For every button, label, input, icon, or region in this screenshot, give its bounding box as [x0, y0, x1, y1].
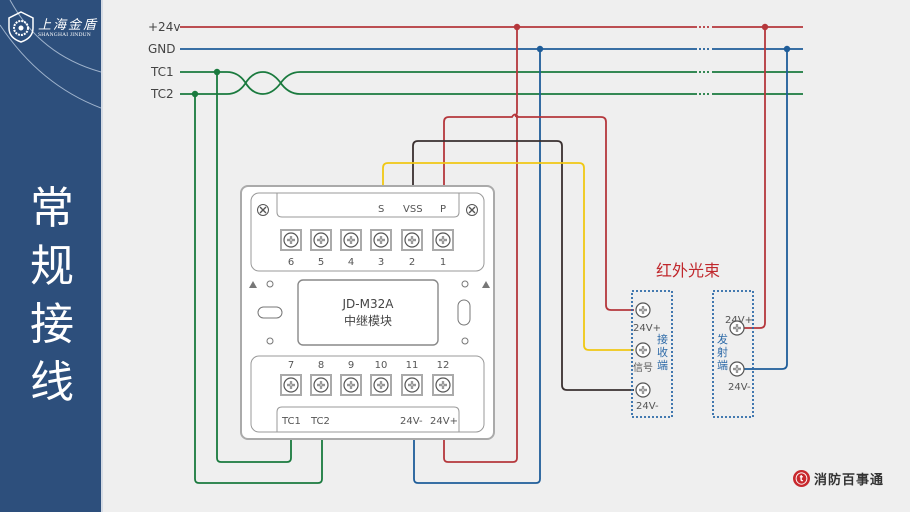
label-tc1: TC1	[281, 416, 301, 427]
wire-gnd-emitter	[742, 49, 788, 370]
wire-24v-emitter	[742, 27, 766, 329]
brand-text: 消防百事通	[814, 473, 885, 488]
terminal-number: 1	[440, 257, 446, 268]
wire-tc1	[216, 72, 292, 463]
svg-text:发: 发	[717, 332, 728, 346]
bus-label-gnd: GND	[148, 42, 176, 56]
bus-label-tc2: TC2	[150, 87, 174, 101]
tx-24v-plus-label: 24V+	[725, 315, 753, 326]
logo-text: 上海金盾	[38, 18, 99, 33]
logo-subtext: SHANGHAI JINDUN	[38, 32, 91, 38]
terminal-screw-icon	[310, 229, 332, 251]
decorative-arcs	[0, 0, 101, 109]
terminal-screw-icon	[432, 229, 454, 251]
junction-dots	[191, 23, 791, 98]
svg-text:射: 射	[717, 345, 728, 359]
terminal-screw-icon	[310, 374, 332, 396]
page-title: 常规接线	[30, 183, 74, 408]
rx-24v-plus-label: 24V+	[633, 323, 661, 334]
label-24v-minus: 24V-	[400, 416, 423, 427]
svg-text:端: 端	[717, 359, 728, 372]
brand: ⓣ 消防百事通	[793, 469, 884, 488]
label-p: P	[440, 204, 446, 215]
rx-signal-label: 信号	[633, 362, 653, 374]
terminal-screw-icon	[340, 229, 362, 251]
wire-tc2	[194, 94, 323, 484]
terminal-screw-icon	[280, 374, 302, 396]
module-model: JD-M32A	[342, 297, 395, 311]
terminal-number: 9	[348, 360, 354, 371]
svg-text:接: 接	[657, 333, 668, 346]
emitter-box	[712, 290, 754, 418]
break-dots	[699, 26, 710, 95]
terminal-screw-icon	[401, 374, 423, 396]
wire-s-receiver	[382, 162, 634, 351]
terminal-number: 5	[318, 257, 324, 268]
tx-24v-minus-label: 24V-	[728, 382, 751, 393]
arrow-up-icon	[249, 281, 257, 288]
infrared-beam: 红外光束 24V+ 信号 24V- 接 收 端 24V+ 24V- 发 射 端	[631, 261, 754, 418]
receiver-terminal-screw-icon	[635, 302, 651, 318]
beam-title: 红外光束	[656, 261, 720, 280]
terminal-number: 10	[375, 360, 388, 371]
model-label-panel	[297, 279, 439, 346]
terminal-number: 4	[348, 257, 354, 268]
terminal-screw-icon	[432, 374, 454, 396]
emitter-terminal-screw-icon	[729, 361, 745, 377]
fire-brand-icon: ⓣ	[793, 470, 810, 487]
terminal-number: 8	[318, 360, 324, 371]
terminal-number: 2	[409, 257, 415, 268]
module-name: 中继模块	[344, 313, 392, 328]
label-vss: VSS	[403, 204, 423, 215]
terminal-screw-icon	[280, 229, 302, 251]
shield-logo-icon	[8, 11, 34, 43]
label-tc2: TC2	[310, 416, 330, 427]
mount-screw-icon	[466, 204, 478, 216]
wires	[194, 27, 788, 484]
terminal-screw-icon	[401, 229, 423, 251]
wire-vss-receiver	[412, 140, 634, 391]
wire-gnd-module	[413, 49, 541, 484]
company-logo	[6, 10, 101, 50]
label-24v-plus: 24V+	[430, 416, 458, 427]
receiver-box	[631, 290, 673, 418]
terminal-number: 3	[378, 257, 384, 268]
terminal-screw-icon	[370, 229, 392, 251]
bus-lines: +24v GND TC1 TC2	[148, 20, 803, 101]
bus-label-tc1: TC1	[150, 65, 174, 79]
label-s: S	[378, 204, 384, 215]
sidebar: 上海金盾 SHANGHAI JINDUN 常规接线	[0, 0, 103, 512]
terminal-number: 12	[437, 360, 450, 371]
terminal-number: 11	[406, 360, 419, 371]
terminal-screw-icon	[370, 374, 392, 396]
terminal-number: 6	[288, 257, 294, 268]
receiver-terminal-screw-icon	[635, 342, 651, 358]
svg-text:收: 收	[657, 345, 668, 359]
wire-p-receiver	[443, 113, 634, 311]
terminal-screw-icon	[340, 374, 362, 396]
emitter-name: 发 射 端	[717, 332, 728, 372]
arrow-up-icon	[482, 281, 490, 288]
emitter-terminal-screw-icon	[729, 320, 745, 336]
bus-label-24v: +24v	[148, 20, 180, 34]
relay-module: S VSS P 6 5 4 3 2 1 JD-M32A 中继模块 7 8 9 10 11 12 TC…	[240, 185, 495, 440]
receiver-terminal-screw-icon	[635, 382, 651, 398]
svg-text:端: 端	[657, 359, 668, 372]
mount-screw-icon	[257, 204, 269, 216]
terminal-number: 7	[288, 360, 294, 371]
rx-24v-minus-label: 24V-	[636, 401, 659, 412]
receiver-name: 接 收 端	[657, 333, 668, 372]
